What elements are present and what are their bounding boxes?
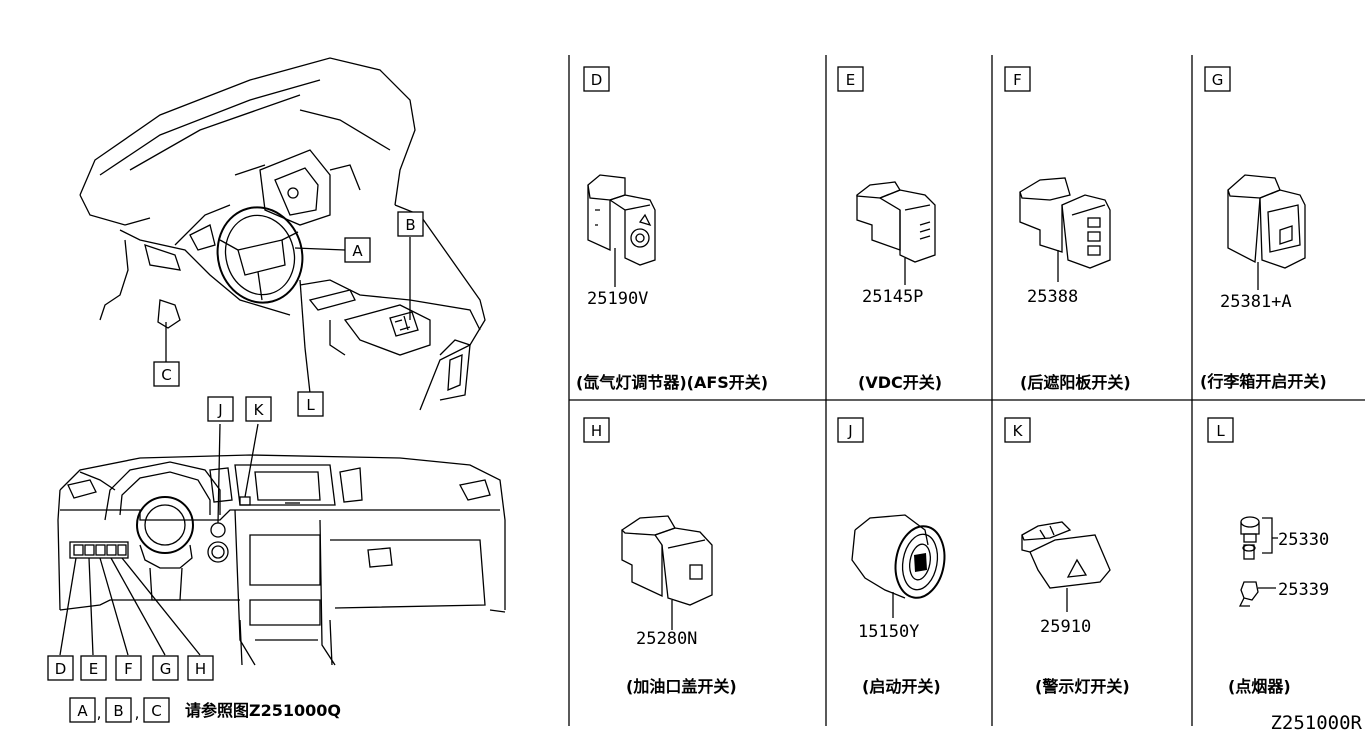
afs-switch-caption: (氙气灯调节器)(AFS开关) [576, 373, 768, 392]
trunk-opener-switch-drawing [1227, 174, 1306, 290]
bottom-callout-g-label: G [160, 660, 172, 678]
trunk-opener-switch-caption: (行李箱开启开关) [1200, 372, 1327, 391]
panel-j-letter: J [837, 417, 864, 443]
callout-l-label: L [306, 396, 315, 414]
panel-h-letter: H [583, 417, 610, 443]
bottom-callout-d-label: D [55, 660, 67, 678]
cigar-lighter-part-number: 25330 [1278, 530, 1329, 550]
bottom-callout-e: E [80, 655, 107, 681]
svg-text:K: K [1013, 422, 1024, 440]
cigar-lighter-caption: (点烟器) [1228, 677, 1291, 696]
panel-g-letter: G [1204, 66, 1231, 92]
rear-sunshade-switch-caption: (后遮阳板开关) [1020, 373, 1131, 392]
bottom-callout-g: G [152, 655, 179, 681]
afs-switch-drawing [587, 174, 656, 287]
afs-switch-part-number: 25190V [587, 289, 648, 309]
svg-text:G: G [1212, 71, 1224, 89]
svg-text:,: , [135, 704, 140, 722]
svg-text:J: J [847, 422, 852, 440]
panel-grid-lines [568, 55, 1365, 726]
dashboard-front-drawing [57, 423, 506, 666]
hazard-switch-drawing [1021, 521, 1111, 612]
trunk-opener-switch-part-number: 25381+A [1220, 292, 1292, 312]
svg-text:H: H [591, 422, 602, 440]
reference-box-c: C [151, 702, 161, 720]
panel-k-letter: K [1004, 417, 1031, 443]
vdc-switch-drawing [856, 181, 936, 285]
panel-d-letter: D [583, 66, 610, 92]
panel-l-letter: L [1207, 417, 1234, 443]
panel-e-letter: E [837, 66, 864, 92]
push-start-button-drawing [851, 514, 946, 618]
bottom-callout-d: D [47, 655, 74, 681]
bottom-callout-f-label: F [124, 660, 133, 678]
panel-f-letter: F [1004, 66, 1031, 92]
callout-b-label: B [405, 216, 415, 234]
cigar-lighter-drawing [1238, 516, 1278, 607]
callout-a-label: A [352, 242, 363, 260]
reference-text: 请参照图Z251000Q [185, 701, 341, 720]
hazard-switch-caption: (警示灯开关) [1035, 677, 1130, 696]
fuel-lid-switch-drawing [620, 515, 713, 630]
callout-b: B [397, 211, 424, 237]
cigar-lighter-socket-part-number: 25339 [1278, 580, 1329, 600]
callout-j: J [207, 396, 234, 422]
bottom-callout-h: H [187, 655, 214, 681]
dashboard-perspective-drawing [79, 57, 486, 411]
bottom-callout-f: F [115, 655, 142, 681]
push-start-button-part-number: 15150Y [858, 622, 919, 642]
svg-text:D: D [591, 71, 603, 89]
svg-text:,: , [97, 704, 102, 722]
bottom-callout-e-label: E [89, 660, 98, 678]
svg-text:L: L [1216, 422, 1225, 440]
fuel-lid-switch-part-number: 25280N [636, 629, 697, 649]
vdc-switch-caption: (VDC开关) [858, 373, 942, 392]
callout-k: K [245, 396, 272, 422]
callout-j-label: J [217, 401, 222, 419]
bottom-callout-h-label: H [195, 660, 206, 678]
push-start-button-caption: (启动开关) [862, 677, 941, 696]
callout-a: A [344, 237, 371, 263]
rear-sunshade-switch-drawing [1019, 177, 1111, 282]
reference-note: A , B , C 请参照图Z251000Q [69, 697, 341, 723]
vdc-switch-part-number: 25145P [862, 287, 923, 307]
callout-c-label: C [161, 366, 171, 384]
rear-sunshade-switch-part-number: 25388 [1027, 287, 1078, 307]
diagram-id: Z251000R [1270, 712, 1362, 734]
fuel-lid-switch-caption: (加油口盖开关) [626, 677, 737, 696]
reference-box-b: B [113, 702, 123, 720]
svg-text:E: E [846, 71, 855, 89]
callout-l: L [297, 391, 324, 417]
callout-k-label: K [254, 401, 265, 419]
callout-c: C [153, 361, 180, 387]
svg-text:F: F [1013, 71, 1022, 89]
reference-box-a: A [77, 702, 88, 720]
hazard-switch-part-number: 25910 [1040, 617, 1091, 637]
